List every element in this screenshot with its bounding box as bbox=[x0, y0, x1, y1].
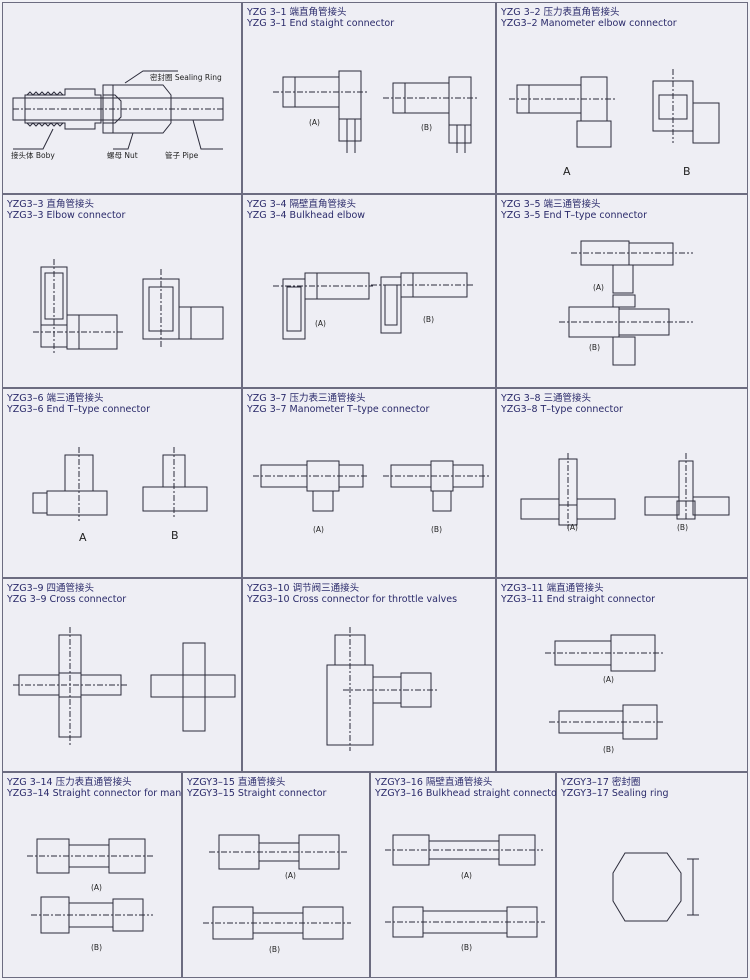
end-tee-type-drawings bbox=[3, 389, 243, 579]
end-straight-drawings bbox=[497, 579, 749, 773]
elbow-connector-drawings bbox=[3, 195, 243, 389]
callout-pipe: 管子 Pipe bbox=[165, 151, 199, 160]
cell-yzg3-7: YZG 3–7 压力表三通管接头 YZG 3–7 Manometer T–typ… bbox=[242, 388, 496, 578]
title-en: YZGY3–15 Straight connector bbox=[187, 788, 327, 799]
elbow-drawings bbox=[243, 3, 497, 195]
cell-yzg3-1: YZG 3–1 端直角管接头 YZG 3–1 End staight conne… bbox=[242, 2, 496, 194]
cell-yzgy3-15: YZGY3–15 直通管接头 YZGY3–15 Straight connect… bbox=[182, 772, 370, 978]
label-a: (A) bbox=[567, 523, 578, 532]
label-b: (B) bbox=[603, 745, 614, 754]
cell-yzgy3-16: YZGY3–16 隔壁直通管接头 YZGY3–16 Bulkhead strai… bbox=[370, 772, 561, 979]
cross-connector-drawings bbox=[3, 579, 243, 773]
label-a: (A) bbox=[593, 283, 604, 292]
label-b: (B) bbox=[423, 315, 434, 324]
title-en: YZG3–2 Manometer elbow connector bbox=[501, 18, 677, 29]
manometer-elbow-drawings bbox=[497, 3, 749, 195]
cell-yzg3-5: YZG 3–5 端三通管接头 YZG 3–5 End T–type connec… bbox=[496, 194, 748, 388]
cell-yzgy3-17: YZGY3–17 密封圈 YZGY3–17 Sealing ring bbox=[556, 772, 748, 978]
title-cn: YZG3–11 端直通管接头 bbox=[501, 583, 604, 594]
title-cn: YZGY3–17 密封圈 bbox=[561, 777, 641, 788]
label-a: (A) bbox=[313, 525, 324, 534]
cell-yzg3-9: YZG3–9 四通管接头 YZG 3–9 Cross connector bbox=[2, 578, 242, 772]
label-a: (A) bbox=[91, 883, 102, 892]
title-en: YZG3–6 End T–type connector bbox=[7, 404, 150, 415]
label-b: (B) bbox=[269, 945, 280, 954]
title-cn: YZG3–10 调节阀三通接头 bbox=[247, 583, 360, 594]
title-en: YZG 3–7 Manometer T–type connector bbox=[247, 404, 430, 415]
sealing-ring-drawing bbox=[557, 773, 749, 979]
title-en: YZG 3–1 End staight connector bbox=[247, 18, 395, 29]
label-a: (A) bbox=[603, 675, 614, 684]
title-en: YZG3–11 End straight connector bbox=[501, 594, 656, 605]
throttle-valve-cross-drawing bbox=[243, 579, 497, 773]
title-cn: YZG 3–14 压力表直通管接头 bbox=[7, 777, 132, 788]
cell-yzg3-6: YZG3–6 端三通管接头 YZG3–6 End T–type connecto… bbox=[2, 388, 242, 578]
label-b: (B) bbox=[461, 943, 472, 952]
title-en: YZG 3–5 End T–type connector bbox=[501, 210, 648, 221]
label-b: B bbox=[683, 165, 691, 178]
title-cn: YZG3–6 端三通管接头 bbox=[7, 393, 104, 404]
callout-nut: 螺母 Nut bbox=[107, 151, 138, 160]
cell-yzg3-14: YZG 3–14 压力表直通管接头 YZG3–14 Straight conne… bbox=[2, 772, 221, 979]
title-en: YZGY3–17 Sealing ring bbox=[561, 788, 669, 799]
label-a: (A) bbox=[461, 871, 472, 880]
label-b: (B) bbox=[421, 123, 432, 132]
title-en: YZG3–14 Straight connector for manometer… bbox=[7, 788, 221, 799]
title-cn: YZG 3–8 三通管接头 bbox=[501, 393, 592, 404]
label-b: (B) bbox=[677, 523, 688, 532]
cell-assembly-overview: 密封圈 Sealing Ring 接头体 Boby 螺母 Nut 管子 Pipe bbox=[2, 2, 242, 194]
manometer-tee-drawings bbox=[243, 389, 497, 579]
title-cn: YZGY3–15 直通管接头 bbox=[187, 777, 286, 788]
title-cn: YZG 3–4 隔壁直角管接头 bbox=[247, 199, 357, 210]
manometer-straight-drawings bbox=[3, 773, 183, 979]
cell-yzg3-3: YZG3–3 直角管接头 YZG3–3 Elbow connector bbox=[2, 194, 242, 388]
title-en: YZGY3–16 Bulkhead straight connector bbox=[375, 788, 561, 799]
label-a: (A) bbox=[285, 871, 296, 880]
title-cn: YZG 3–2 压力表直角管接头 bbox=[501, 7, 620, 18]
label-a: (A) bbox=[315, 319, 326, 328]
end-tee-drawings bbox=[497, 195, 749, 389]
cell-yzg3-4: YZG 3–4 隔壁直角管接头 YZG 3–4 Bulkhead elbow (… bbox=[242, 194, 496, 388]
title-cn: YZG3–9 四通管接头 bbox=[7, 583, 95, 594]
label-a: A bbox=[563, 165, 571, 178]
cell-yzg3-11: YZG3–11 端直通管接头 YZG3–11 End straight conn… bbox=[496, 578, 748, 772]
callout-body: 接头体 Boby bbox=[11, 151, 55, 160]
label-a: (A) bbox=[309, 118, 320, 127]
title-en: YZG3–8 T–type connector bbox=[501, 404, 623, 415]
tee-connector-drawings bbox=[497, 389, 749, 579]
cell-yzg3-10: YZG3–10 调节阀三通接头 YZG3–10 Cross connector … bbox=[242, 578, 496, 772]
label-b: B bbox=[171, 529, 179, 542]
label-a: A bbox=[79, 531, 87, 544]
title-cn: YZG3–3 直角管接头 bbox=[7, 199, 95, 210]
label-b: (B) bbox=[589, 343, 600, 352]
assembly-drawing bbox=[3, 3, 243, 195]
title-en: YZG3–10 Cross connector for throttle val… bbox=[247, 594, 458, 605]
label-b: (B) bbox=[91, 943, 102, 952]
title-en: YZG3–3 Elbow connector bbox=[7, 210, 126, 221]
title-cn: YZGY3–16 隔壁直通管接头 bbox=[375, 777, 493, 788]
cell-yzg3-2: YZG 3–2 压力表直角管接头 YZG3–2 Manometer elbow … bbox=[496, 2, 748, 194]
title-cn: YZG 3–7 压力表三通管接头 bbox=[247, 393, 366, 404]
bulkhead-straight-drawings bbox=[371, 773, 557, 979]
bulkhead-elbow-drawings bbox=[243, 195, 497, 389]
title-en: YZG 3–4 Bulkhead elbow bbox=[247, 210, 366, 221]
straight-connector-drawings bbox=[183, 773, 371, 979]
callout-sealing-ring: 密封圈 Sealing Ring bbox=[150, 73, 222, 82]
label-b: (B) bbox=[431, 525, 442, 534]
title-en: YZG 3–9 Cross connector bbox=[7, 594, 127, 605]
title-cn: YZG 3–5 端三通管接头 bbox=[501, 199, 601, 210]
title-cn: YZG 3–1 端直角管接头 bbox=[247, 7, 347, 18]
cell-yzg3-8: YZG 3–8 三通管接头 YZG3–8 T–type connector (A… bbox=[496, 388, 748, 578]
